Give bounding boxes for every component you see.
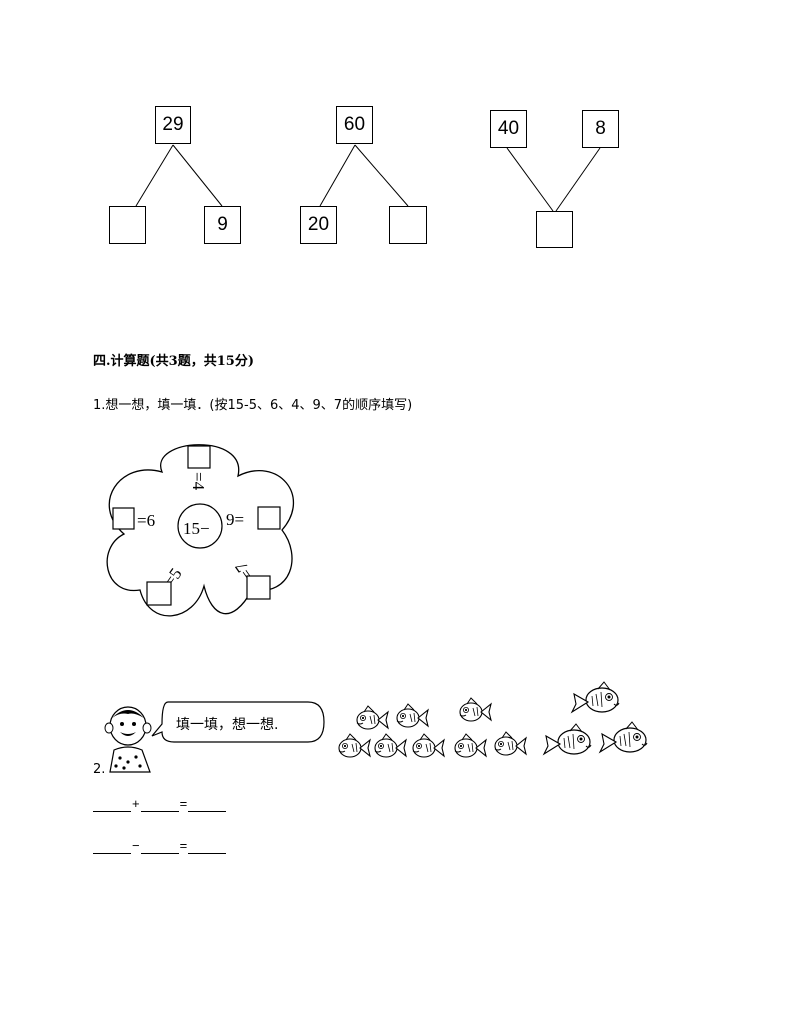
minuend-blank[interactable] [93,839,131,854]
addend1-blank[interactable] [93,797,131,812]
flower-center-label: 15− [183,519,210,538]
tree-connectors [135,144,601,212]
section-title: 四.计算题(共3题，共15分) [93,354,254,369]
flower-bottom-left-box [146,581,172,606]
difference-blank[interactable] [188,839,227,854]
plus-sign: + [132,796,140,811]
flower-right-label: 9= [226,510,244,529]
sum-blank[interactable] [188,797,227,812]
tree3-top-left-box: 40 [490,110,527,148]
equals-sign-2: = [179,838,188,853]
flower-left-label: =6 [137,511,155,530]
equals-sign: = [179,796,188,811]
question1-text: 1.想一想，填一填．(按15-5、6、4、9、7的顺序填写) [93,398,413,413]
flower-right-box [257,506,281,530]
flower-figure: 15− =4 =6 9= =5 =7 [106,444,295,617]
flower-bottom-right-box [246,575,271,600]
tree2-left-box: 20 [300,206,337,244]
tree2-top-box: 60 [336,106,373,144]
speech-bubble [151,701,325,743]
equation-addition: += [93,796,227,812]
tree1-top-box: 29 [155,106,191,144]
tree3-top-right-box: 8 [582,110,619,148]
minus-sign: − [132,838,140,853]
equation-subtraction: −= [93,838,227,854]
addend2-blank[interactable] [140,797,179,812]
flower-top-label: =4 [189,472,208,491]
flower-left-box [112,507,135,530]
tree2-right-box[interactable] [389,206,427,244]
flower-outline [106,444,295,617]
speech-text: 填一填，想一想. [176,717,279,733]
subtrahend-blank[interactable] [140,839,179,854]
tree1-right-box: 9 [204,206,241,244]
tree1-left-box[interactable] [109,206,146,244]
flower-top-box [187,445,211,469]
question2-number: 2. [93,762,106,777]
tree3-bottom-box[interactable] [536,211,573,248]
fish-group [338,681,648,758]
boy-icon [104,706,152,773]
flower-center-circle [177,503,223,549]
